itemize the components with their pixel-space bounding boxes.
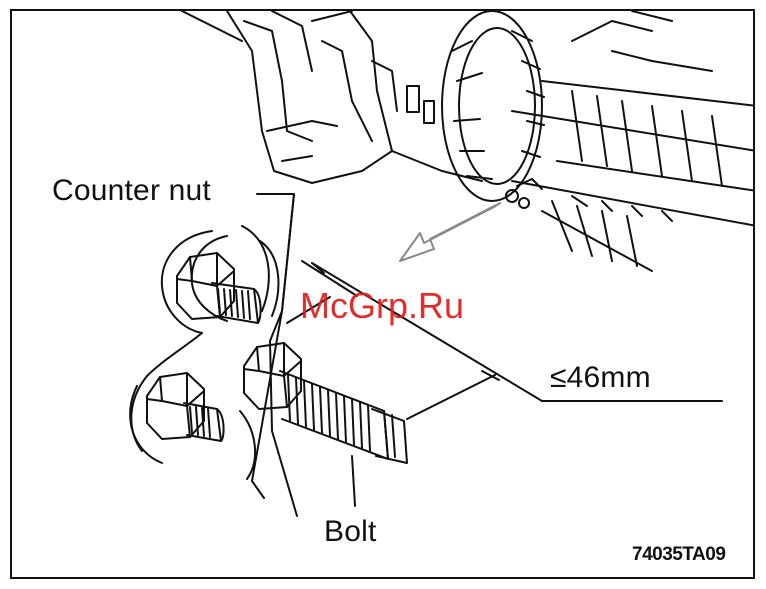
watermark: McGrp.Ru — [300, 285, 464, 327]
bolt-leader — [352, 456, 355, 506]
long-bolt — [244, 343, 407, 463]
removal-arrow — [400, 203, 500, 261]
flange-plate — [130, 226, 278, 479]
counter-nut-upper — [177, 253, 261, 323]
counter-nut-lower — [147, 373, 224, 441]
dimension-label: ≤46mm — [550, 361, 651, 395]
figure-frame: Counter nut ≤46mm Bolt 74035TA09 McGrp.R… — [10, 9, 755, 579]
figure-code: 74035TA09 — [632, 544, 725, 566]
transmission-housing — [182, 11, 755, 271]
counter-nut-label: Counter nut — [52, 174, 211, 208]
bolt-label: Bolt — [324, 515, 377, 549]
